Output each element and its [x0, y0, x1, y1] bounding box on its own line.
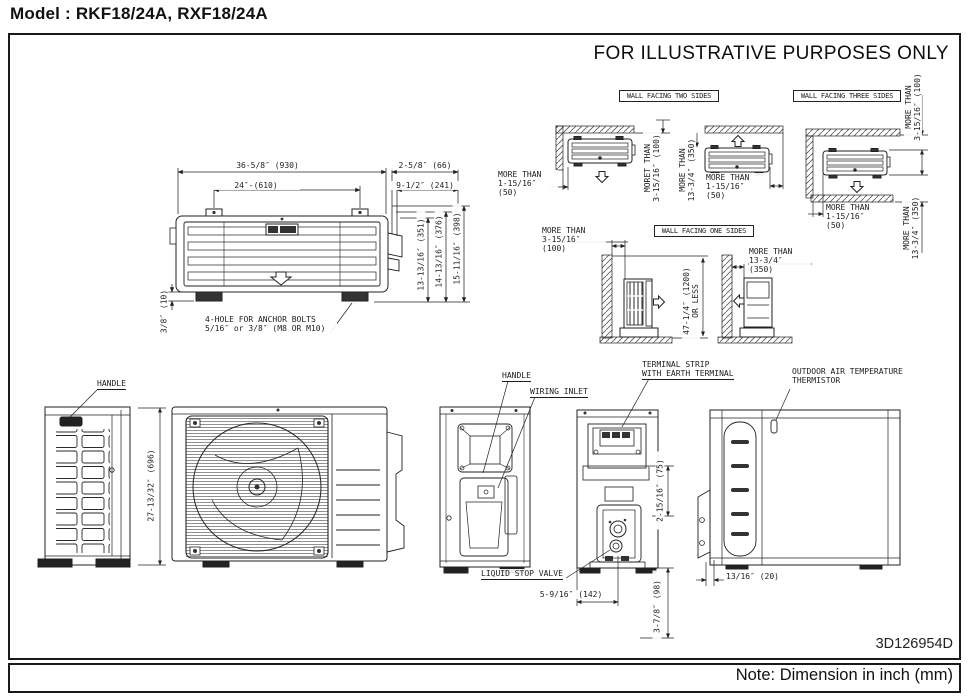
note-border	[8, 663, 961, 693]
front-view-drawing	[166, 168, 470, 334]
wall-one-sides-title: WALL FACING ONE SIDES	[654, 225, 754, 237]
dim-label-20: 13/16″ (20)	[726, 572, 779, 581]
dim-label-bolt-pitch: 24″-(610)	[212, 181, 300, 190]
handle-label-left: HANDLE	[97, 379, 126, 390]
clearance-label-100-one-side: MORE THAN 3-15/16″ (100)	[542, 226, 606, 253]
grille-screws	[189, 418, 325, 556]
clearance-label-100-top-right: MORE THAN 3-15/16″ (100)	[904, 71, 922, 143]
thermistor-label: OUTDOOR AIR TEMPERATURE THERMISTOR	[792, 367, 903, 385]
brand-plate	[265, 223, 299, 236]
wall-facing-two-sides-drawing	[550, 119, 784, 190]
dim-label-depth-696: 27-13/32″ (696)	[146, 442, 156, 529]
dim-label-side-66: 2-5/8″ (66)	[390, 161, 460, 170]
rear-view-drawing	[696, 388, 901, 586]
dim-label-75: 2-15/16″ (75)	[655, 451, 665, 530]
clearance-label-50-three-sides: MORE THAN 1-15/16″ (50)	[826, 203, 888, 230]
airflow-arrow-icon	[269, 271, 293, 286]
clearance-label-350-right: MORE THAN 13-3/4″ (350)	[902, 192, 920, 264]
liquid-stop-valve-label: LIQUID STOP VALVE	[481, 569, 563, 580]
illustrative-banner: FOR ILLUSTRATIVE PURPOSES ONLY	[593, 43, 949, 64]
dimension-note: Note: Dimension in inch (mm)	[735, 666, 953, 684]
front-fan-view-drawing	[171, 406, 405, 568]
dim-label-side-241: 9-1/2″ (241)	[390, 181, 460, 190]
dim-label-98: 3-7/8″ (98)	[652, 570, 662, 643]
thermistor-mark	[770, 419, 778, 434]
wall-facing-three-sides-drawing	[805, 95, 928, 253]
dim-label-height-351: 13-13/16″ (351)	[416, 209, 426, 300]
clearance-label-350-vertical: MORE THAN 13-3/4″ (350)	[678, 134, 696, 206]
dim-label-total-width: 36-5/8″ (930)	[215, 161, 320, 170]
handle-label-mid: HANDLE	[502, 371, 531, 382]
wall-two-sides-title: WALL FACING TWO SIDES	[619, 90, 719, 102]
page-title: Model : RKF18/24A, RXF18/24A	[10, 4, 268, 23]
wall-height-limit-label: 47-1/4″ (1200) OR LESS	[682, 263, 700, 339]
dim-label-height-398: 15-11/16″ (398)	[452, 203, 462, 294]
drawing-border	[8, 33, 961, 660]
terminal-strip-label: TERMINAL STRIP WITH EARTH TERMINAL	[642, 360, 734, 380]
clearance-label-50-bottom: MORE THAN 1-15/16″ (50)	[706, 173, 768, 200]
clearance-label-100-vertical: MORET THAN 3-15/16″ (100)	[643, 132, 661, 204]
back-view-terminal-drawing	[565, 376, 674, 639]
side-view-left-drawing	[37, 388, 166, 568]
clearance-label-350-one-side: MORE THAN 13-3/4″ (350)	[749, 247, 811, 274]
clearance-label-50-left: MORE THAN 1-15/16″ (50)	[498, 170, 558, 197]
drawing-number: 3D126954D	[875, 636, 953, 652]
dim-label-foot: 3/8″ (10)	[159, 281, 169, 342]
dim-label-142: 5-9/16″ (142)	[534, 590, 608, 599]
anchor-bolt-note: 4-HOLE FOR ANCHOR BOLTS 5/16″ or 3/8″ (M…	[205, 315, 337, 333]
wall-three-sides-title: WALL FACING THREE SIDES	[793, 90, 901, 102]
wiring-inlet-label: WIRING INLET	[530, 387, 588, 398]
wall-facing-one-sides-drawing	[542, 240, 812, 344]
stop-valves	[608, 518, 627, 553]
side-view-handle-drawing	[439, 380, 536, 574]
dim-label-height-376: 14-13/16″ (376)	[434, 206, 444, 297]
